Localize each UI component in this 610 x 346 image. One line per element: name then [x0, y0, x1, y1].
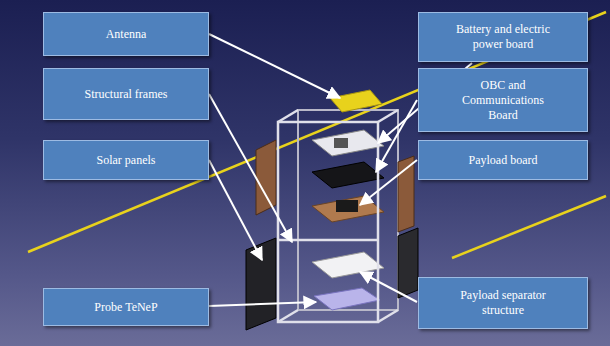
callout-label: Payload separator structure — [443, 288, 563, 318]
callout-box: Solar panels — [43, 140, 209, 180]
callout-box: Probe TeNeP — [43, 288, 209, 326]
solar-panel — [246, 238, 276, 330]
obc-board — [312, 162, 384, 188]
callout-label: OBC and Communications Board — [448, 78, 558, 123]
callout-box: Antenna — [43, 12, 209, 56]
battery-cell — [334, 138, 348, 148]
callout-label: Antenna — [106, 27, 147, 42]
solar-panel — [398, 228, 418, 298]
callout-label: Battery and electric power board — [443, 22, 563, 52]
probe — [314, 288, 380, 310]
callout-box: OBC and Communications Board — [418, 68, 588, 132]
callout-box: Payload board — [418, 140, 588, 180]
callout-box: Payload separator structure — [418, 277, 588, 329]
solar-panel — [256, 140, 276, 215]
callout-label: Solar panels — [97, 153, 156, 168]
callout-box: Battery and electric power board — [418, 12, 588, 62]
antenna-wire — [452, 196, 606, 258]
callout-label: Payload board — [469, 153, 538, 168]
callout-label: Structural frames — [85, 87, 168, 102]
callout-box: Structural frames — [43, 68, 209, 120]
solar-panel — [398, 156, 414, 232]
antenna-board — [330, 90, 382, 112]
payload-chip — [336, 200, 358, 212]
antenna-wire — [28, 12, 606, 252]
callout-label: Probe TeNeP — [94, 300, 157, 315]
separator-plate — [312, 252, 384, 278]
battery-board — [312, 130, 384, 156]
payload-board — [312, 196, 384, 222]
